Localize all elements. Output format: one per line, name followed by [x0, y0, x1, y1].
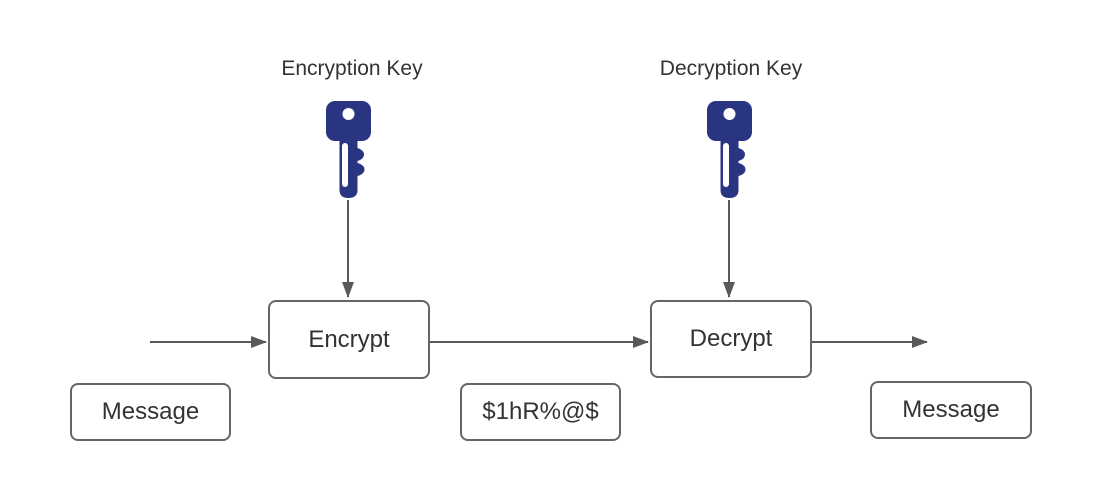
- decryption-key-label: Decryption Key: [659, 57, 803, 80]
- decrypt-box: Decrypt: [650, 300, 812, 378]
- encryption-key-icon: [326, 101, 371, 201]
- message-input-box: Message: [70, 383, 231, 441]
- encrypt-box: Encrypt: [268, 300, 430, 379]
- ciphertext-box: $1hR%@$: [460, 383, 621, 441]
- encryption-key-label: Encryption Key: [281, 57, 423, 80]
- decryption-key-icon: [707, 101, 752, 201]
- message-output-box: Message: [870, 381, 1032, 439]
